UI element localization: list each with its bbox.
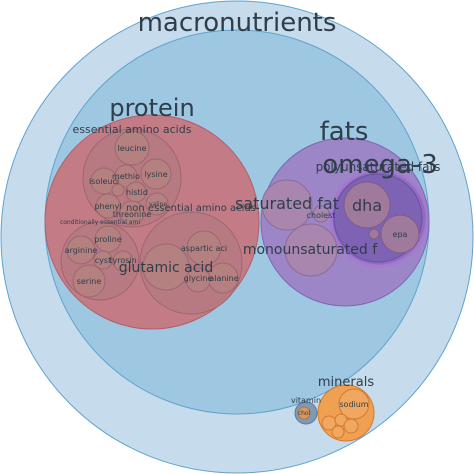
leucine-bubble[interactable] [114,130,150,166]
omega3-label: omega-3 [322,150,438,180]
monounsaturated-label: monounsaturated f [243,242,378,258]
cholesterol-bubble[interactable] [312,205,330,223]
epa-bubble[interactable] [380,214,420,254]
non-essential-label: non essential amino acids [126,203,256,214]
aspartic-acid-bubble[interactable] [186,230,222,266]
conditionally-essential-label: conditionally essential ami [60,219,140,226]
threonine-bubble[interactable] [119,200,145,226]
minerals-label: minerals [318,375,374,390]
phenylalanine-bubble[interactable] [95,193,121,219]
serine-label: serine [77,277,102,286]
proline-label: proline [94,235,122,244]
leucine-label: leucine [118,144,147,153]
polyunsaturated-label: polyunsaturated fats [316,160,441,174]
glutamic-acid-label: glutamic acid [119,260,213,276]
sodium-label: sodium [339,400,368,409]
protein-label: protein [109,94,194,122]
serine-bubble[interactable] [72,264,106,298]
fats-label: fats [320,117,369,147]
sodium-bubble[interactable] [338,388,370,420]
glycine-bubble[interactable] [185,267,211,293]
title: macronutrients [138,8,337,38]
choline-label: chol [298,410,311,417]
phenylalanine-label: phenyl [94,202,121,211]
vitamins-label: vitamin [291,396,321,405]
valine-label: valine [149,201,167,208]
tryptophan-bubble[interactable] [111,183,125,197]
methionine-bubble[interactable] [114,164,138,188]
choline-bubble[interactable] [297,406,311,420]
isoleucine-label: isoleuci [89,177,119,186]
lysine-label: lysine [144,170,167,179]
glycine-label: glycine [184,274,213,283]
dha-label: dha [352,196,382,215]
tyrosine-label: tyrosin [109,256,136,265]
valine-bubble[interactable] [145,192,169,216]
methionine-label: methio [112,172,140,181]
aspartic-acid-label: aspartic aci [181,244,227,253]
tyrosine-bubble[interactable] [112,250,134,272]
essential-amino-acids-label: essential amino acids [73,123,192,136]
monounsaturated-bubble[interactable] [284,223,338,277]
arginine-label: arginine [65,246,98,255]
threonine-label: threonine [113,210,152,219]
cholesterol-label: cholest [307,211,336,220]
saturated-fat-label: saturated fat [235,194,339,213]
dha-bubble[interactable] [343,181,391,229]
alanine-label: alanine [209,274,238,283]
glutamic-acid-bubble[interactable] [142,243,190,291]
cystine-label: cyst [95,256,111,265]
omega3-minor-bubble[interactable] [368,228,380,240]
lysine-bubble[interactable] [140,158,172,190]
cystine-bubble[interactable] [93,250,113,270]
saturated-fat-bubble[interactable] [261,179,313,231]
histidine-label: histid [126,188,148,197]
mineral-d-bubble[interactable] [331,425,345,439]
mineral-c-bubble[interactable] [343,418,359,434]
epa-label: epa [393,230,408,239]
arginine-bubble[interactable] [66,235,96,265]
